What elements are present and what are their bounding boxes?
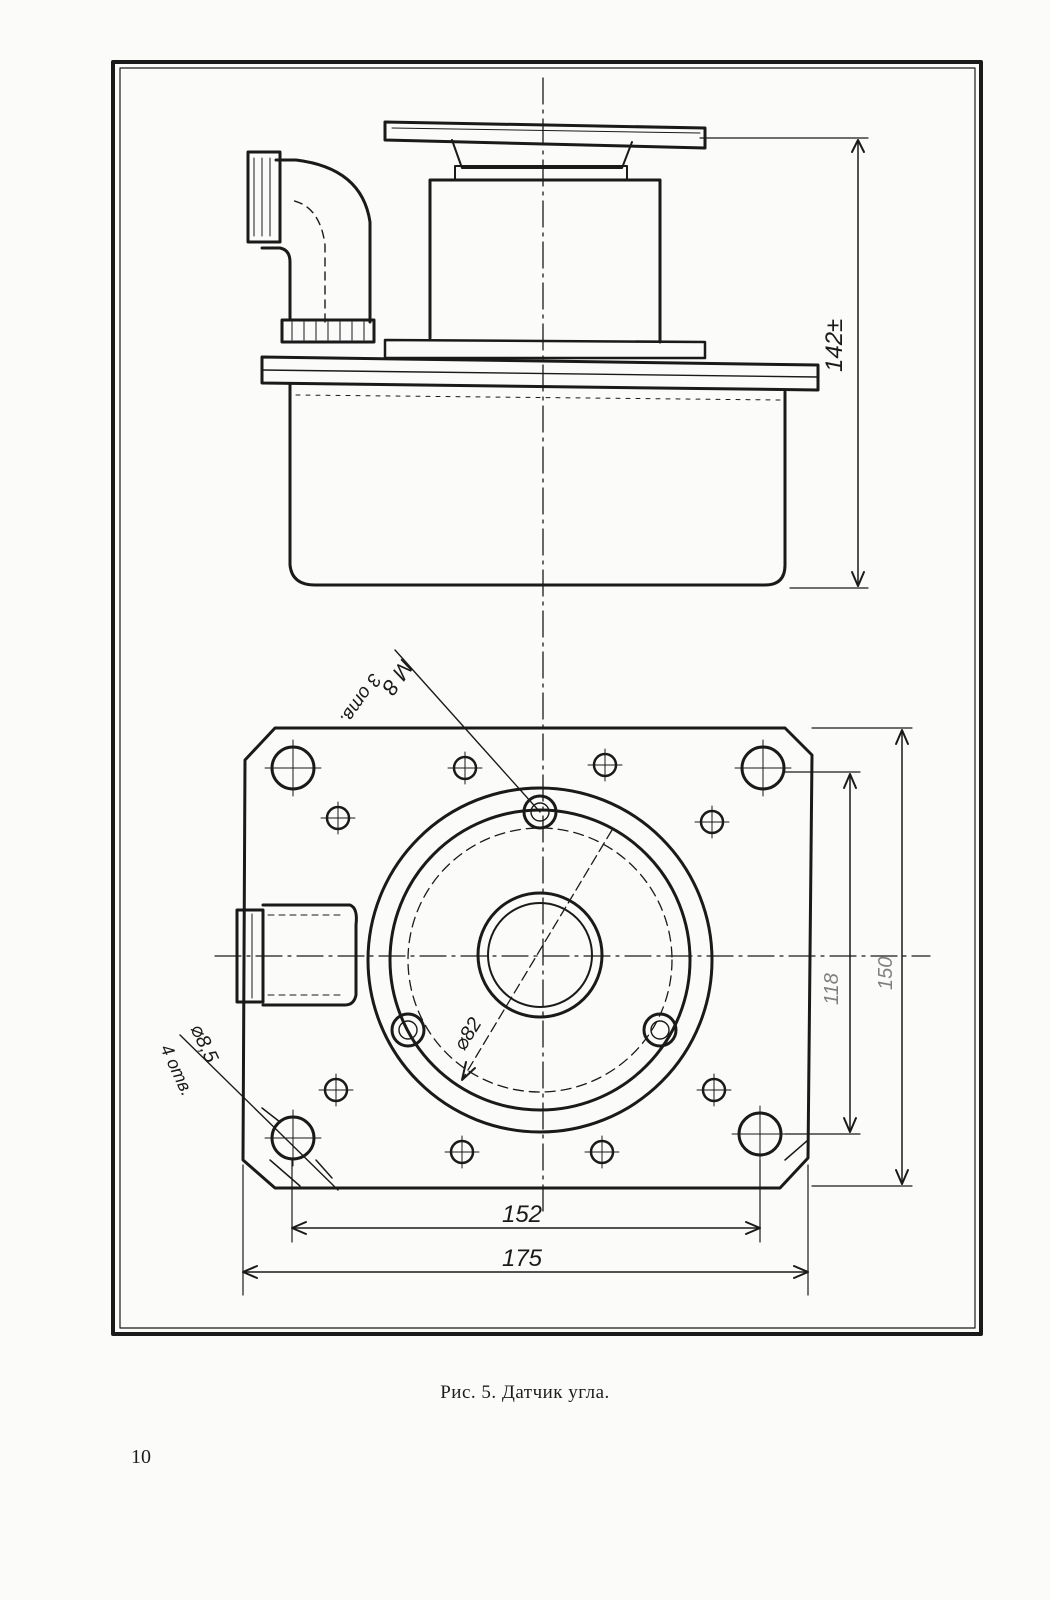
neck [451,139,633,169]
plan-view [179,649,931,1296]
base-plate [241,726,814,1190]
connector-elbow [246,150,376,344]
flange [260,355,820,392]
small-holes [318,748,732,1169]
vertical-inner-label: 118 [821,973,843,1005]
figure-caption: Рис. 5. Датчик угла. [440,1382,610,1403]
inner-bore [476,891,604,1019]
height-dimension [699,137,869,589]
thread-spec-label: M 8 [376,655,418,700]
horizontal-dimensions [242,1159,809,1296]
housing [288,383,787,587]
thread-count-label: 3 отв. [335,669,385,728]
drawing-border [111,60,983,1336]
hole-count-label: 4 отв. [156,1041,197,1099]
hole-diameter-label: ⌀8,5 [185,1021,222,1067]
side-connector [235,903,358,1007]
hole-leader [179,1034,339,1191]
diameter-leader [461,829,613,1081]
side-view [246,120,869,589]
corner-holes [264,739,792,1167]
vertical-outer-label: 150 [875,957,897,990]
cylinder-body [428,178,662,344]
width-outer-label: 175 [502,1245,543,1272]
top-plate [383,120,707,150]
vertical-dimensions [784,727,913,1187]
outer-ring [366,786,714,1134]
threaded-holes [390,794,678,1048]
thread-leader [394,649,541,813]
page-number: 10 [131,1446,151,1468]
height-label: 142± [821,319,848,372]
width-holes-label: 152 [502,1201,542,1228]
